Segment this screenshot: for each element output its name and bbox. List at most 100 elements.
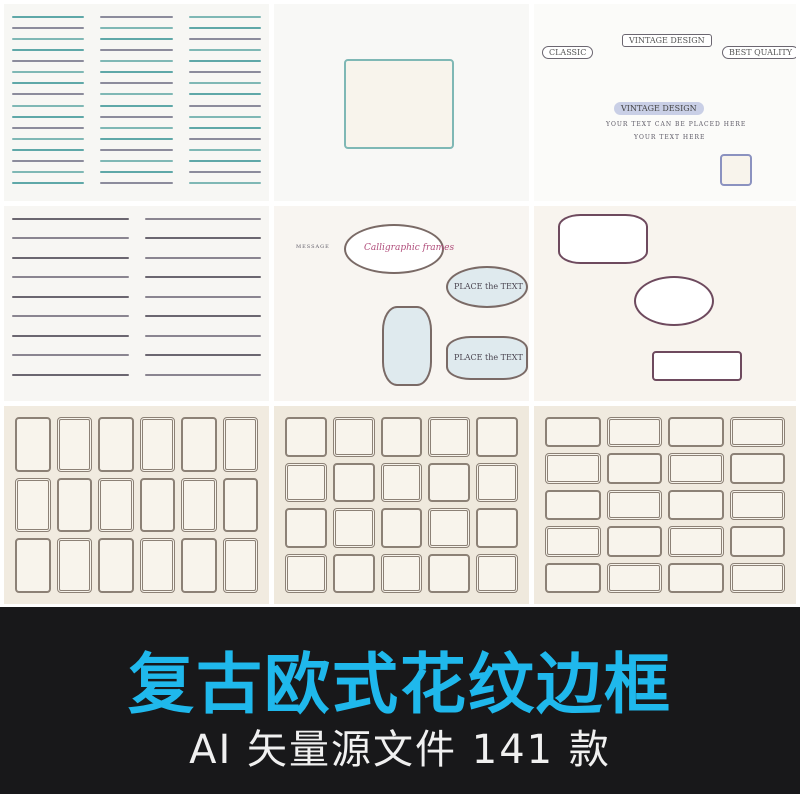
frame-ornament bbox=[56, 477, 92, 533]
divider-ornament bbox=[100, 170, 173, 173]
divider-ornament bbox=[100, 104, 173, 107]
divider-ornament bbox=[12, 276, 129, 279]
frame-ornament bbox=[222, 538, 258, 593]
frame-ornament bbox=[56, 417, 92, 472]
banner-title: 复古欧式花纹边框 bbox=[128, 646, 672, 723]
frame-ornament bbox=[545, 526, 601, 557]
frame-ornament bbox=[606, 417, 662, 448]
frame-ornament bbox=[56, 538, 92, 593]
divider-ornament bbox=[12, 315, 129, 318]
message-label: MESSAGE bbox=[296, 244, 330, 250]
divider-ornament bbox=[12, 93, 85, 96]
divider-ornament bbox=[144, 373, 261, 376]
frame bbox=[652, 351, 742, 381]
divider-ornament bbox=[12, 373, 129, 376]
divider-ornament bbox=[188, 104, 261, 107]
frame-ornament bbox=[380, 417, 423, 457]
divider-ornament bbox=[188, 38, 261, 41]
divider-ornament bbox=[100, 16, 173, 18]
divider-ornament bbox=[100, 38, 173, 41]
frame-ornament bbox=[222, 417, 258, 472]
divider-ornament bbox=[188, 82, 261, 85]
tall-frame bbox=[382, 306, 432, 386]
frame-ornament bbox=[545, 562, 601, 593]
preview-grid: CLASSIC VINTAGE DESIGN BEST QUALITY VINT… bbox=[4, 4, 796, 604]
divider-ornament bbox=[100, 27, 173, 30]
frame-ornament bbox=[285, 417, 327, 457]
frame-ornament bbox=[476, 417, 518, 457]
divider-ornament bbox=[100, 181, 173, 184]
divider-ornament bbox=[144, 295, 261, 298]
divider-ornament bbox=[12, 295, 129, 298]
tile-frame-set-3 bbox=[534, 406, 796, 604]
divider-ornament bbox=[144, 218, 261, 220]
divider-ornament bbox=[12, 170, 85, 173]
title-banner: 复古欧式花纹边框 AI 矢量源文件 141 款 bbox=[0, 607, 800, 794]
frame-ornament bbox=[98, 477, 134, 533]
divider-ornament bbox=[12, 49, 85, 52]
frame-ornament bbox=[545, 417, 601, 448]
divider-ornament bbox=[188, 126, 261, 129]
divider-ornament bbox=[12, 137, 85, 140]
place-text-2: PLACE the TEXT bbox=[454, 353, 523, 362]
banner-subtitle: AI 矢量源文件 141 款 bbox=[189, 727, 611, 773]
frame-ornament bbox=[15, 417, 51, 472]
badge-vintage-design: VINTAGE DESIGN bbox=[622, 34, 712, 47]
frame-ornament bbox=[344, 59, 454, 149]
frame-ornament bbox=[729, 417, 785, 448]
divider-ornament bbox=[12, 159, 85, 162]
divider-ornament bbox=[188, 159, 261, 162]
frame-ornament bbox=[222, 477, 258, 533]
frame-ornament bbox=[98, 417, 134, 472]
divider-ornament bbox=[144, 256, 261, 259]
divider-ornament bbox=[100, 93, 173, 96]
divider-ornament bbox=[12, 38, 85, 41]
frame-ornament bbox=[181, 538, 217, 593]
divider-ornament bbox=[12, 104, 85, 107]
square-frame bbox=[720, 154, 752, 186]
frame-ornament bbox=[606, 453, 662, 484]
place-text-1: PLACE the TEXT bbox=[454, 282, 523, 291]
frame-ornament bbox=[332, 508, 375, 548]
oval-frame bbox=[344, 224, 444, 274]
divider-ornament bbox=[100, 49, 173, 52]
frame-ornament bbox=[668, 417, 724, 448]
divider-ornament bbox=[188, 115, 261, 118]
tile-floral-frames bbox=[534, 206, 796, 401]
frame-ornament bbox=[380, 508, 423, 548]
frame-ornament bbox=[668, 453, 724, 484]
frame bbox=[558, 214, 648, 264]
frame-ornament bbox=[729, 562, 785, 593]
divider-ornament bbox=[12, 71, 85, 74]
frame-ornament bbox=[476, 508, 518, 548]
badge-best-quality: BEST QUALITY bbox=[722, 46, 796, 59]
oval-frame bbox=[446, 336, 528, 380]
divider-ornament bbox=[144, 237, 261, 240]
frame-ornament bbox=[285, 553, 327, 593]
frame-ornament bbox=[476, 462, 518, 502]
divider-ornament bbox=[188, 27, 261, 30]
divider-ornament bbox=[100, 71, 173, 74]
badge-classic: CLASSIC bbox=[542, 46, 594, 59]
frame-ornament bbox=[606, 489, 662, 521]
frame-ornament bbox=[428, 508, 471, 548]
frame-ornament bbox=[606, 562, 662, 593]
tile-vintage-badges: CLASSIC VINTAGE DESIGN BEST QUALITY VINT… bbox=[534, 4, 796, 201]
divider-ornament bbox=[144, 334, 261, 337]
ribbon-vintage-design: VINTAGE DESIGN bbox=[614, 102, 704, 115]
frame-ornament bbox=[98, 538, 134, 593]
frame-ornament bbox=[139, 477, 175, 533]
divider-ornament bbox=[100, 137, 173, 140]
frame-ornament bbox=[545, 489, 601, 521]
frame-ornament bbox=[668, 526, 724, 557]
divider-ornament bbox=[188, 71, 261, 74]
frame-ornament bbox=[606, 526, 662, 557]
divider-ornament bbox=[144, 276, 261, 279]
frame-ornament bbox=[285, 462, 327, 502]
divider-ornament bbox=[188, 137, 261, 140]
frame-ornament bbox=[729, 453, 785, 484]
frame-ornament bbox=[332, 417, 375, 457]
divider-ornament bbox=[12, 237, 129, 240]
divider-ornament bbox=[12, 334, 129, 337]
frame-ornament bbox=[729, 489, 785, 521]
